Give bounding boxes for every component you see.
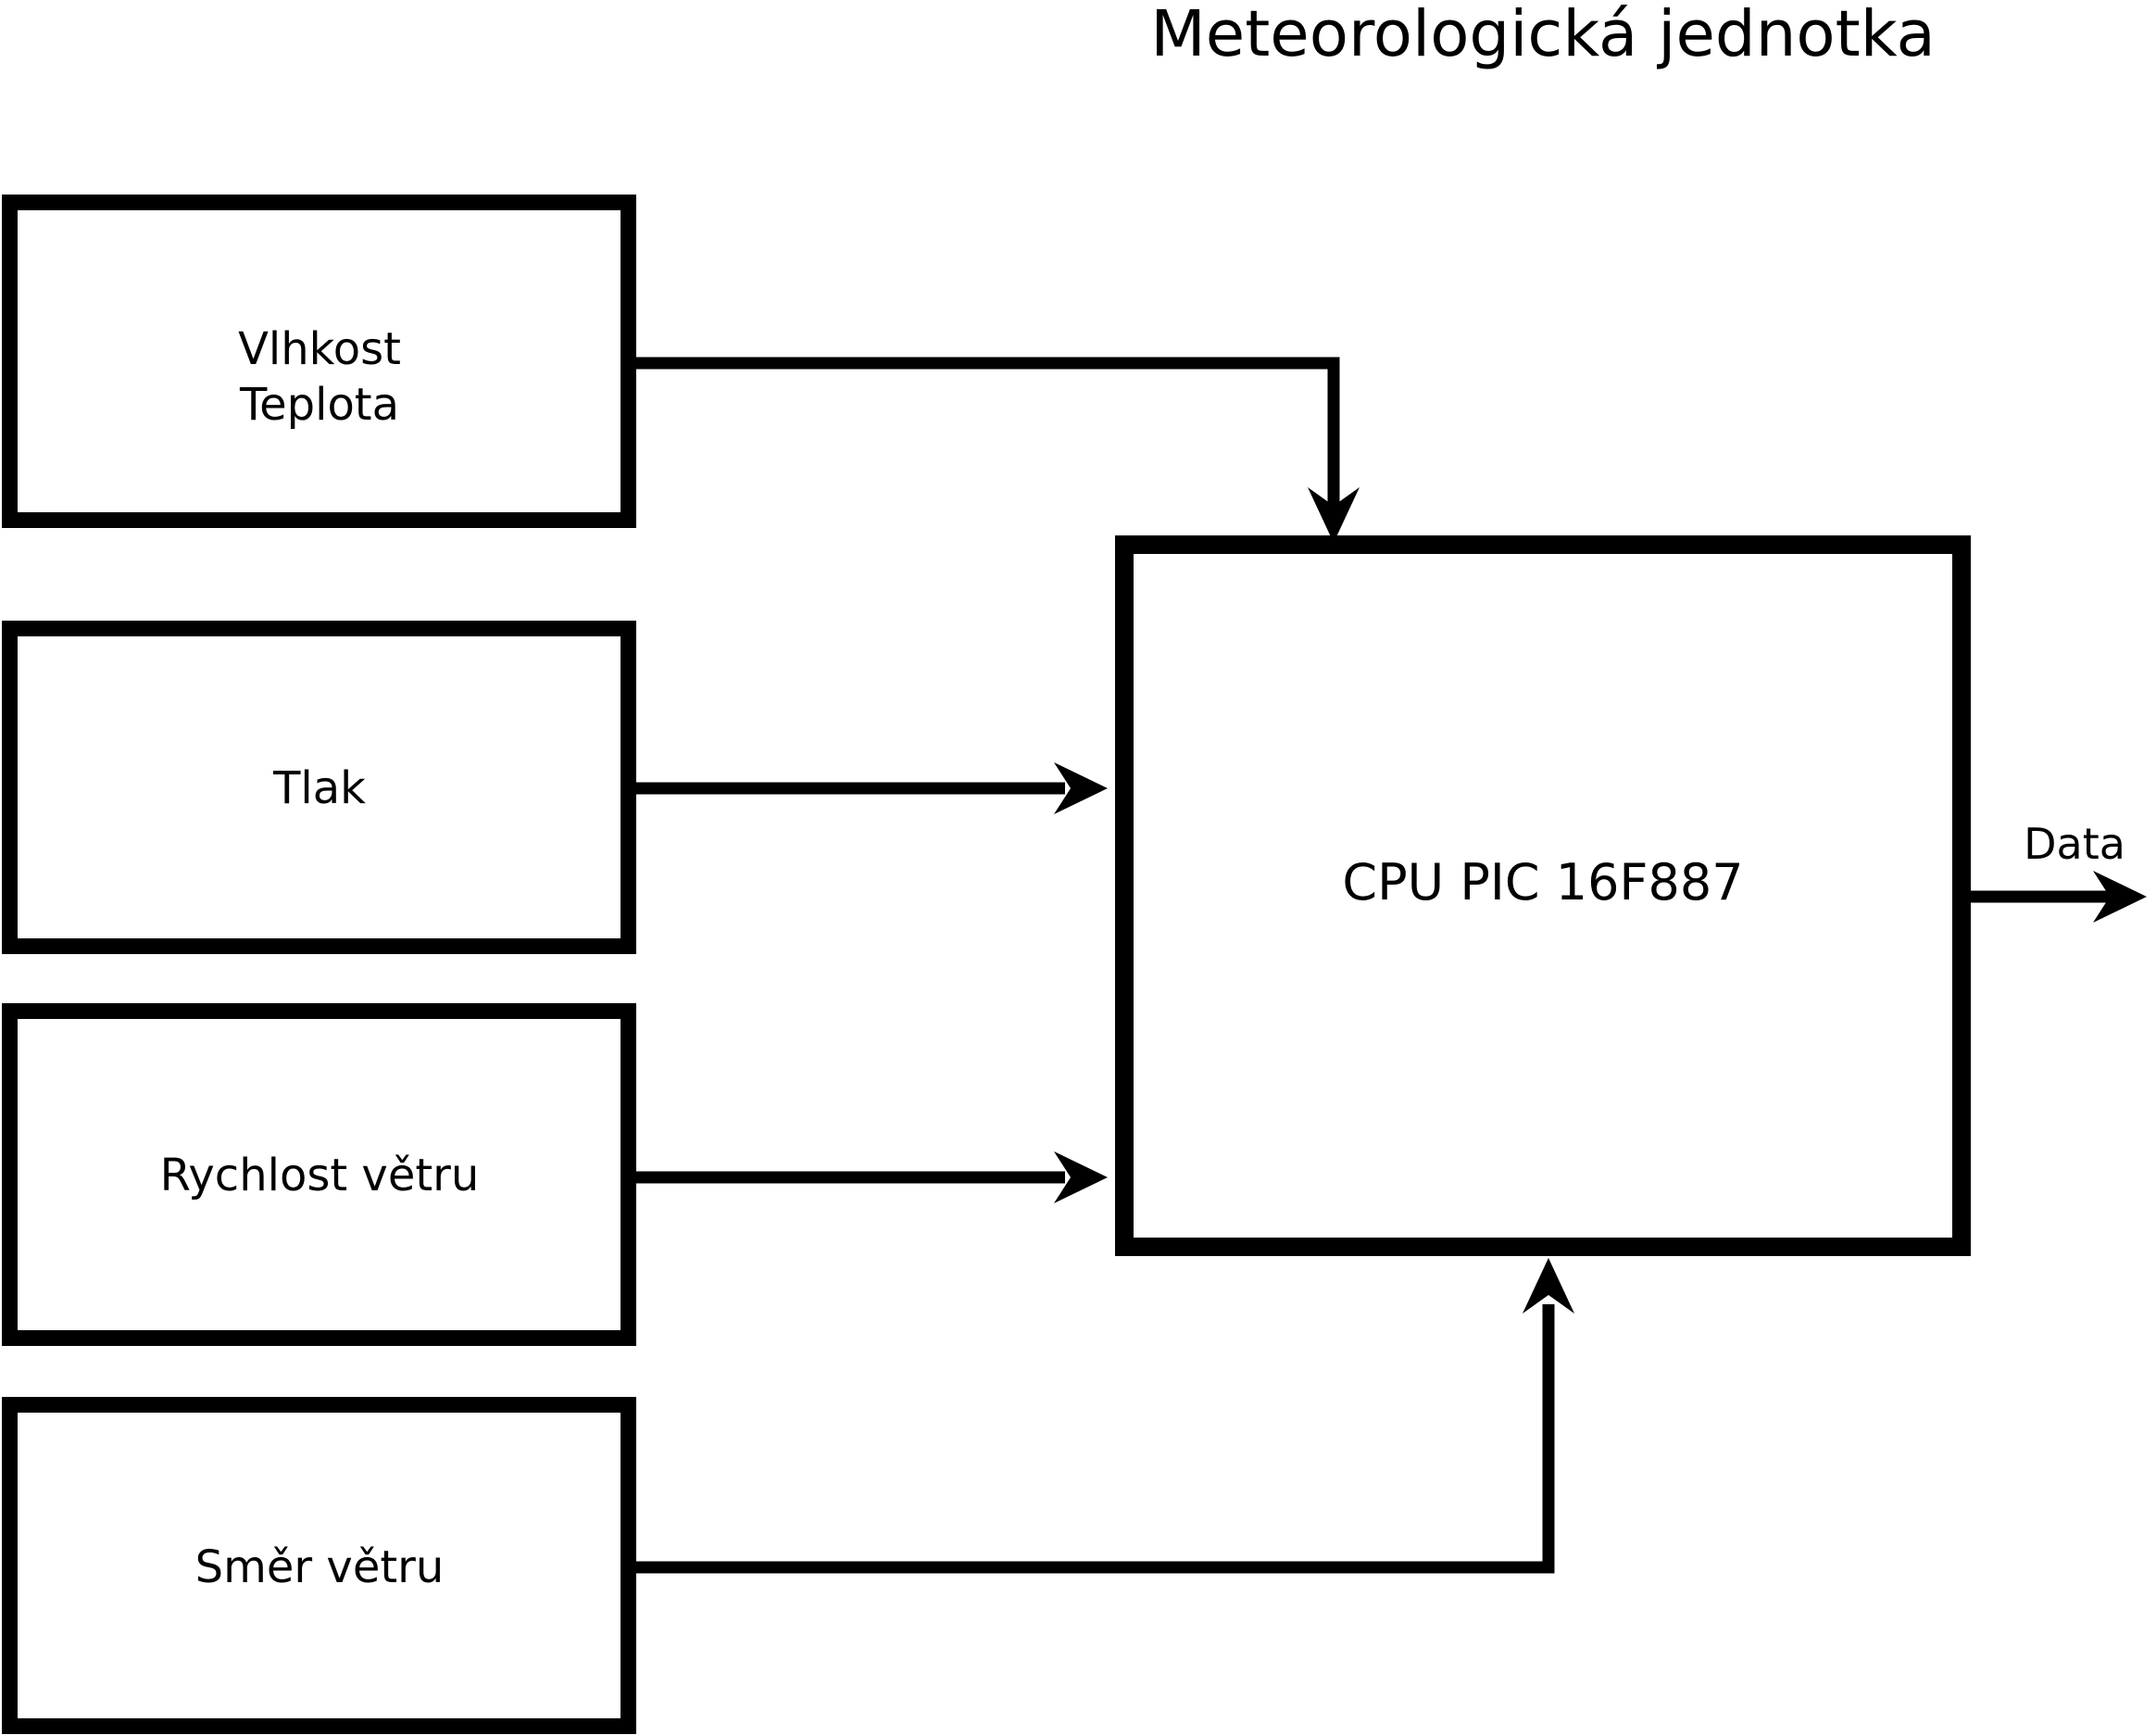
- data-output-label: Data: [2024, 819, 2125, 869]
- sensor-box-humidity-temperature: [2, 195, 636, 528]
- sensor-label-wind-speed: Rychlost větru: [160, 1150, 480, 1201]
- sensor-box-pressure: [2, 621, 636, 954]
- cpu-box: [1115, 535, 1971, 1256]
- arrow-wind-direction-to-cpu: [636, 1304, 1555, 1574]
- sensor-label-humidity: Vlhkost: [238, 323, 401, 375]
- sensor-box-wind-speed: [2, 1003, 636, 1346]
- sensor-label-pressure: Tlak: [272, 762, 366, 814]
- diagram-title: Meteorologická jednotka: [1150, 0, 1935, 71]
- arrow-humidity-temperature-to-cpu: [636, 357, 1340, 508]
- cpu-label: CPU PIC 16F887: [1342, 853, 1743, 912]
- sensor-label-wind-direction: Směr větru: [195, 1541, 445, 1593]
- sensor-box-wind-direction: [2, 1397, 636, 1734]
- sensor-label-temperature: Teplota: [239, 379, 399, 431]
- arrowhead-right-icon: [1054, 1151, 1108, 1203]
- arrowhead-up-icon: [1523, 1258, 1574, 1314]
- arrowhead-down-icon: [1308, 487, 1360, 543]
- arrowhead-right-icon: [1054, 762, 1108, 814]
- arrowhead-right-icon: [2093, 871, 2147, 923]
